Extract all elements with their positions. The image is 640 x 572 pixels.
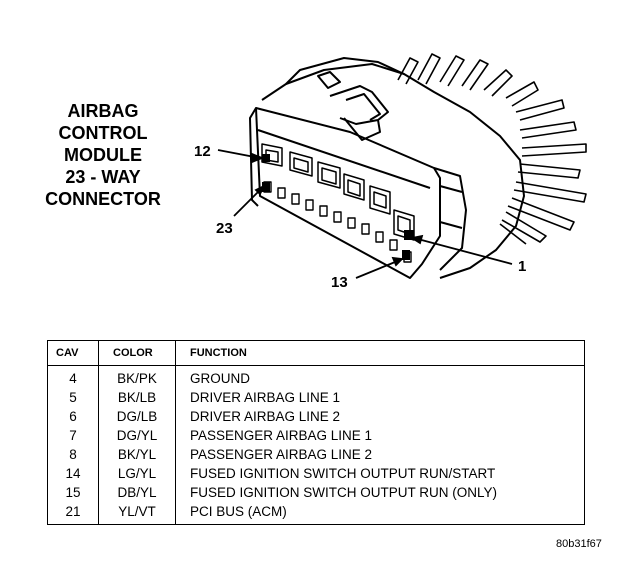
pinout-table: CAV COLOR FUNCTION 4 BK/PK GROUND 5 BK/L… [47, 340, 585, 525]
cav-cell: 5 [47, 388, 99, 407]
color-cell: DG/YL [98, 426, 176, 445]
title-line: 23 - WAY [65, 167, 141, 187]
cav-cell: 14 [47, 464, 99, 483]
color-cell: BK/YL [98, 445, 176, 464]
header-color: COLOR [98, 340, 176, 366]
color-cell: BK/PK [98, 365, 176, 388]
header-function: FUNCTION [175, 340, 585, 366]
function-cell: GROUND [190, 371, 250, 386]
cav-cell: 8 [47, 445, 99, 464]
title-line: CONTROL [58, 123, 148, 143]
color-cell: DB/YL [98, 483, 176, 502]
callout-12: 12 [194, 143, 211, 160]
table-row: 8 BK/YL PASSENGER AIRBAG LINE 2 [47, 445, 585, 464]
table-row: 21 YL/VT PCI BUS (ACM) [47, 502, 585, 525]
connector-housing [249, 57, 525, 279]
cav-cell: 21 [47, 502, 99, 525]
cav-cell: 4 [47, 365, 99, 388]
connector-title: AIRBAG CONTROL MODULE 23 - WAY CONNECTOR [30, 100, 176, 210]
color-cell: DG/LB [98, 407, 176, 426]
table-row: 5 BK/LB DRIVER AIRBAG LINE 1 [47, 388, 585, 407]
title-line: CONNECTOR [45, 189, 161, 209]
color-cell: BK/LB [98, 388, 176, 407]
color-cell: YL/VT [98, 502, 176, 525]
function-cell: FUSED IGNITION SWITCH OUTPUT RUN/START [190, 466, 496, 481]
table-row: 14 LG/YL FUSED IGNITION SWITCH OUTPUT RU… [47, 464, 585, 483]
callout-13: 13 [331, 274, 348, 291]
function-cell: PASSENGER AIRBAG LINE 1 [190, 428, 373, 443]
lower-cavity-row [263, 181, 412, 263]
header-cav: CAV [47, 340, 99, 366]
function-cell: PASSENGER AIRBAG LINE 2 [190, 447, 373, 462]
title-line: AIRBAG [67, 101, 139, 121]
function-cell: PCI BUS (ACM) [190, 504, 287, 519]
pin-markers [262, 154, 414, 260]
callout-1: 1 [518, 258, 526, 275]
connector-illustration: 12 23 1 13 [194, 53, 587, 291]
leader-lines [217, 149, 513, 279]
function-cell: FUSED IGNITION SWITCH OUTPUT RUN (ONLY) [190, 485, 497, 500]
callout-23: 23 [216, 220, 233, 237]
table-row: 15 DB/YL FUSED IGNITION SWITCH OUTPUT RU… [47, 483, 585, 502]
wire-bundle [397, 53, 587, 245]
function-cell: DRIVER AIRBAG LINE 2 [190, 409, 341, 424]
title-line: MODULE [64, 145, 142, 165]
figure-id: 80b31f67 [556, 538, 602, 550]
cav-cell: 6 [47, 407, 99, 426]
cav-cell: 15 [47, 483, 99, 502]
cav-cell: 7 [47, 426, 99, 445]
table-row: 4 BK/PK GROUND [47, 365, 585, 388]
color-cell: LG/YL [98, 464, 176, 483]
table-row: 7 DG/YL PASSENGER AIRBAG LINE 1 [47, 426, 585, 445]
function-cell: DRIVER AIRBAG LINE 1 [190, 390, 341, 405]
table-header-row: CAV COLOR FUNCTION [47, 340, 585, 366]
table-row: 6 DG/LB DRIVER AIRBAG LINE 2 [47, 407, 585, 426]
